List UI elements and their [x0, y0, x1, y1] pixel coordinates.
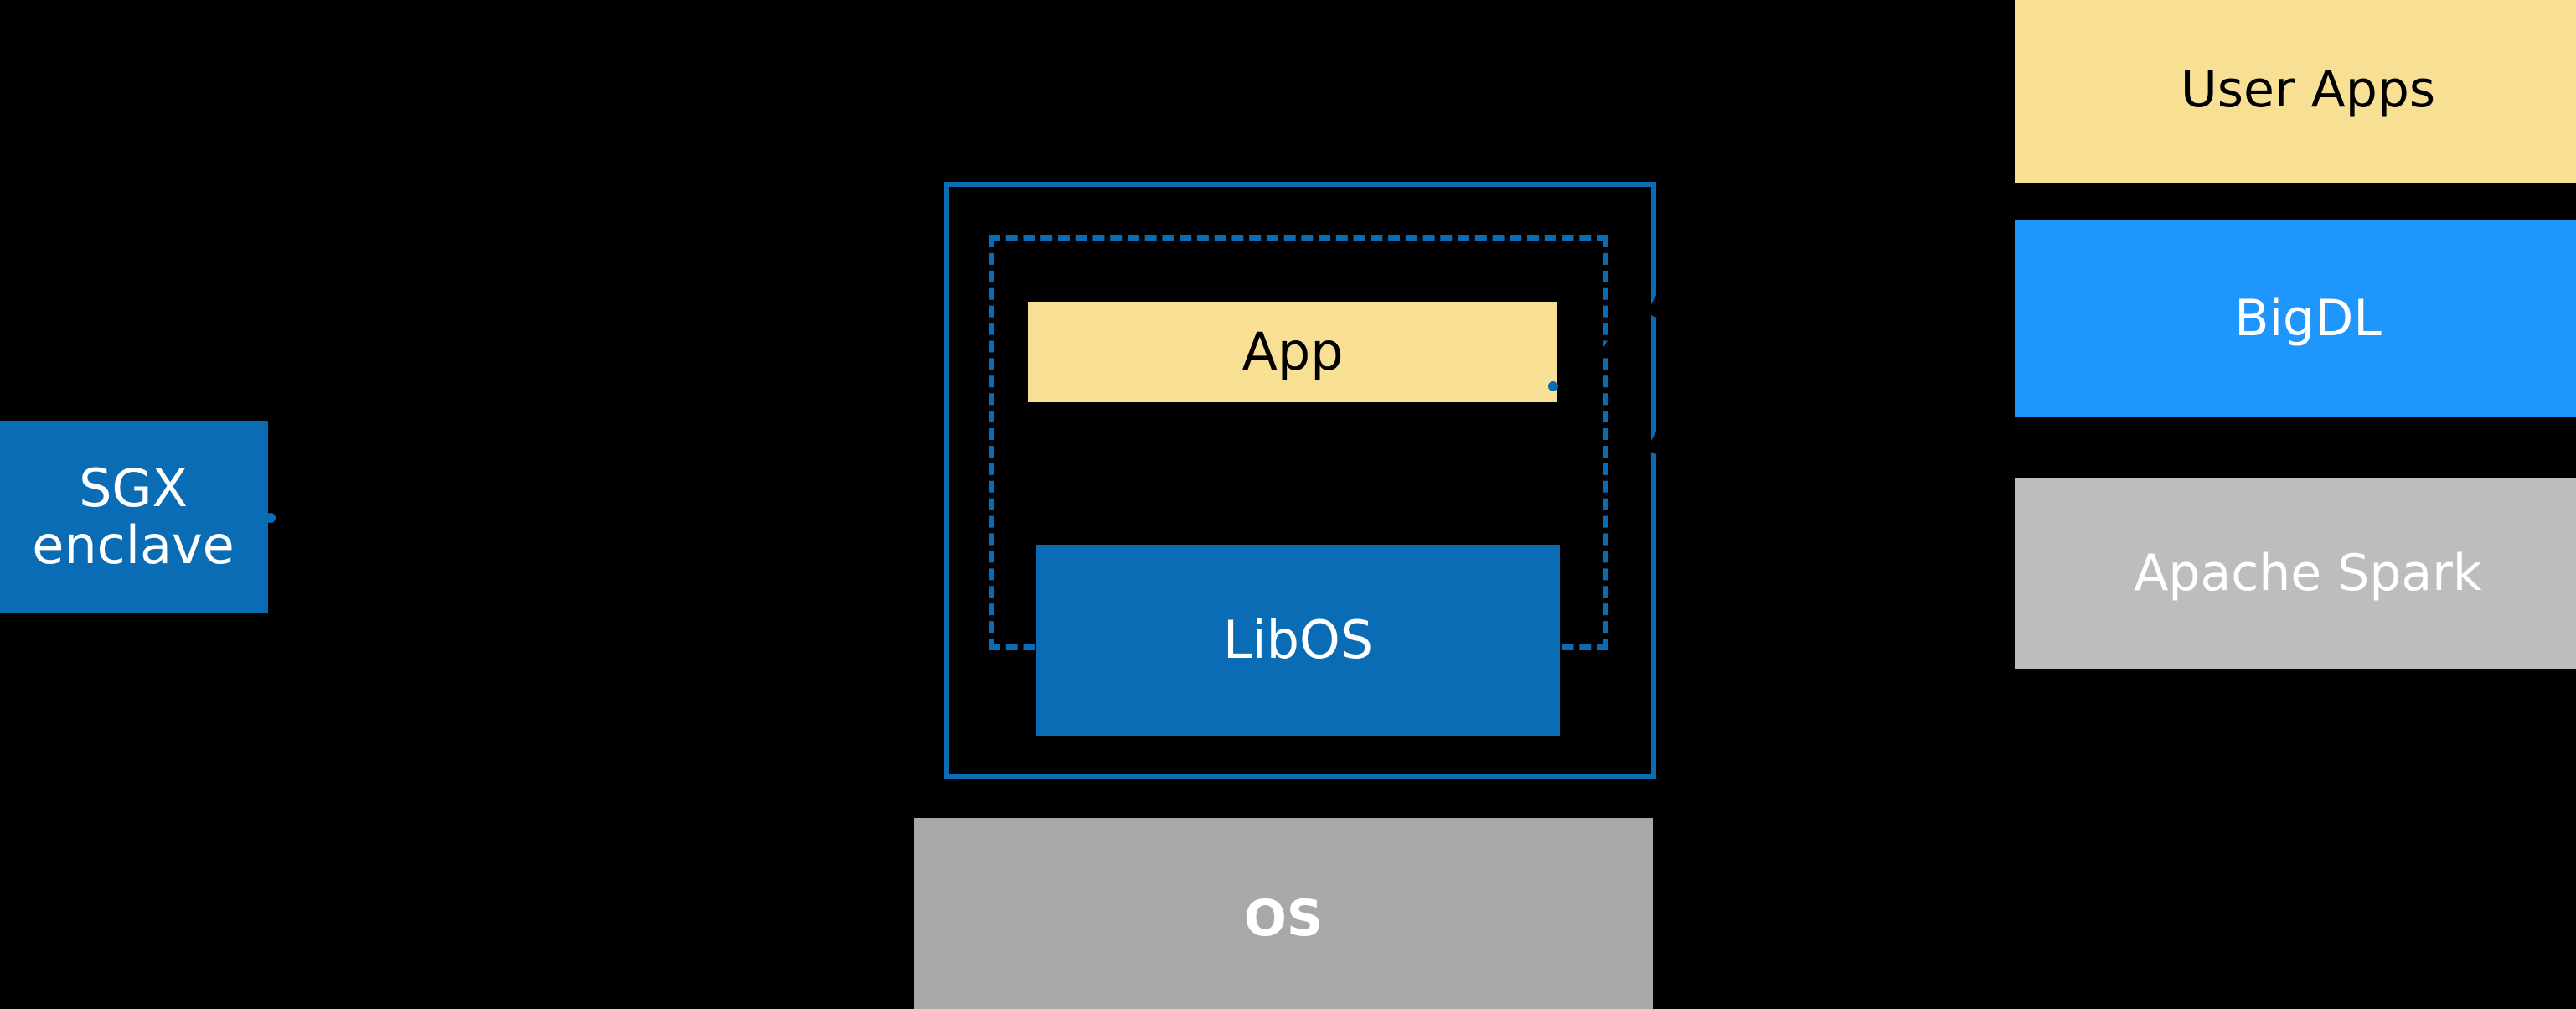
libos-box: LibOS	[1036, 545, 1560, 736]
libos-label: LibOS	[1222, 608, 1374, 670]
bigdl-box: BigDL	[2015, 220, 2576, 417]
user-apps-box: User Apps	[2015, 0, 2576, 183]
os-box: OS	[914, 818, 1653, 1009]
apache-spark-box: Apache Spark	[2015, 478, 2576, 669]
bigdl-label: BigDL	[2234, 289, 2382, 348]
app-leader-dot	[1548, 381, 1558, 391]
sgx-enclave-boundary-frame	[944, 182, 1656, 779]
sgx-enclave-label: SGX enclave	[32, 457, 235, 576]
sgx-enclave-leader-dot	[266, 513, 276, 523]
apache-spark-label: Apache Spark	[2134, 544, 2482, 603]
os-label: OS	[1243, 889, 1324, 948]
sgx-enclave-label-box: SGX enclave	[0, 421, 268, 613]
user-apps-label: User Apps	[2180, 60, 2436, 119]
app-box: App	[1028, 302, 1557, 402]
app-label: App	[1242, 320, 1344, 382]
